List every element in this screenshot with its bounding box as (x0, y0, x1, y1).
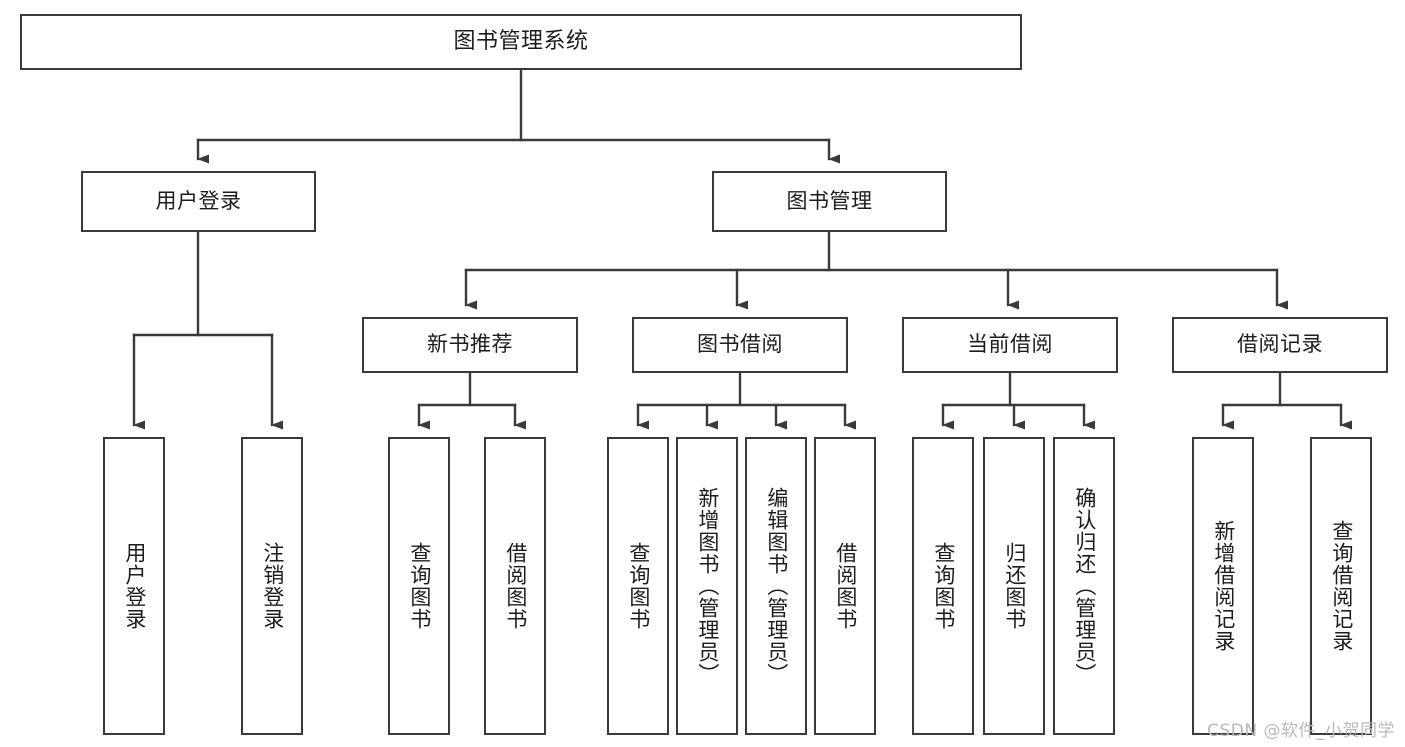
node-label-new-book-recommend: 新书推荐 (427, 332, 513, 357)
node-borrow-records[interactable]: 借阅记录 (1172, 317, 1388, 373)
node-leaf-query-book-borrow[interactable]: 查询图书 (607, 437, 669, 735)
node-label-book-management: 图书管理 (786, 188, 873, 213)
node-label-root: 图书管理系统 (453, 28, 589, 54)
node-current-borrow[interactable]: 当前借阅 (902, 317, 1118, 373)
node-label-leaf-query-borrow-record: 查询借阅记录 (1329, 520, 1354, 652)
node-leaf-user-login[interactable]: 用户登录 (103, 437, 165, 735)
node-label-leaf-return-book: 归还图书 (1002, 542, 1027, 630)
node-leaf-borrow-book[interactable]: 借阅图书 (814, 437, 876, 735)
node-label-leaf-user-login: 用户登录 (122, 542, 147, 630)
node-leaf-add-book-admin[interactable]: 新增图书（管理员） (676, 437, 738, 735)
node-leaf-add-borrow-record[interactable]: 新增借阅记录 (1192, 437, 1254, 735)
node-label-leaf-query-book-current: 查询图书 (931, 542, 956, 630)
node-label-leaf-edit-book-admin: 编辑图书（管理员） (764, 487, 789, 685)
node-label-leaf-confirm-return-admin: 确认归还（管理员） (1072, 487, 1097, 685)
node-user-login[interactable]: 用户登录 (81, 171, 316, 232)
node-label-user-login: 用户登录 (155, 188, 242, 213)
node-label-book-borrow: 图书借阅 (697, 332, 783, 357)
node-leaf-query-book-current[interactable]: 查询图书 (912, 437, 974, 735)
node-leaf-return-book[interactable]: 归还图书 (983, 437, 1045, 735)
node-leaf-user-logout[interactable]: 注销登录 (241, 437, 303, 735)
node-label-leaf-user-logout: 注销登录 (260, 542, 285, 630)
node-label-leaf-add-book-admin: 新增图书（管理员） (695, 487, 720, 685)
node-new-book-recommend[interactable]: 新书推荐 (362, 317, 578, 373)
node-leaf-borrow-book-recommend[interactable]: 借阅图书 (484, 437, 546, 735)
node-root[interactable]: 图书管理系统 (20, 14, 1022, 70)
node-label-current-borrow: 当前借阅 (967, 332, 1053, 357)
node-book-borrow[interactable]: 图书借阅 (632, 317, 848, 373)
node-label-borrow-records: 借阅记录 (1237, 332, 1323, 357)
node-label-leaf-borrow-book-recommend: 借阅图书 (503, 542, 528, 630)
node-label-leaf-query-book-borrow: 查询图书 (626, 542, 651, 630)
node-leaf-query-borrow-record[interactable]: 查询借阅记录 (1310, 437, 1372, 735)
node-label-leaf-add-borrow-record: 新增借阅记录 (1211, 520, 1236, 652)
node-leaf-confirm-return-admin[interactable]: 确认归还（管理员） (1053, 437, 1115, 735)
node-label-leaf-query-book-recommend: 查询图书 (407, 542, 432, 630)
node-label-leaf-borrow-book: 借阅图书 (833, 542, 858, 630)
node-book-management[interactable]: 图书管理 (712, 171, 947, 232)
node-leaf-edit-book-admin[interactable]: 编辑图书（管理员） (745, 437, 807, 735)
node-leaf-query-book-recommend[interactable]: 查询图书 (388, 437, 450, 735)
connector-lines (132, 68, 1352, 430)
